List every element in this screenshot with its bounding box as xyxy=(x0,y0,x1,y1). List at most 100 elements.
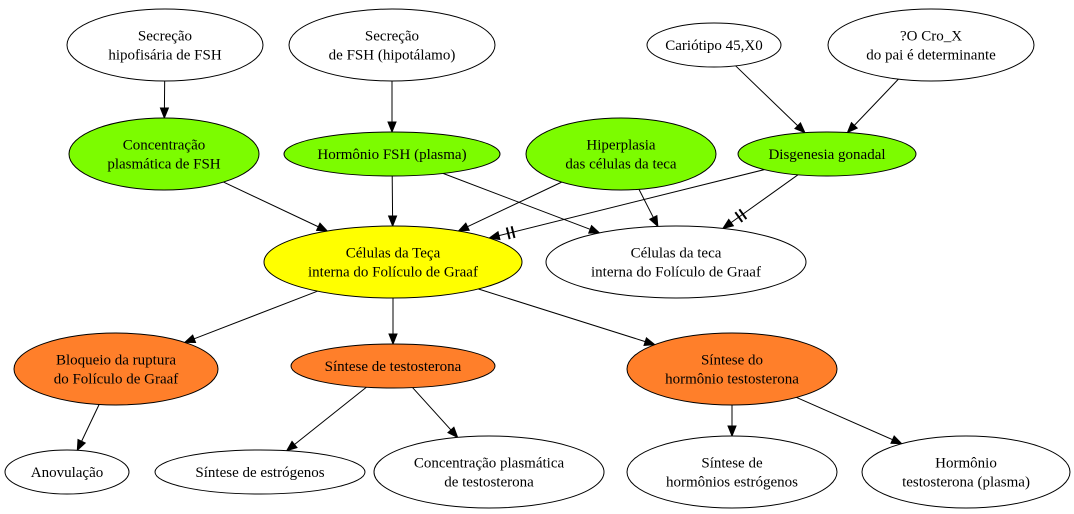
node-label-line: do Folículo de Graaf xyxy=(54,372,179,388)
node-label-line: Cariótipo 45,X0 xyxy=(665,38,763,54)
node-label-line: Síntese de testosterona xyxy=(325,359,462,375)
edge-secrecao-hipofisaria-to-concentracao-fsh xyxy=(159,80,170,120)
arrowhead-icon xyxy=(648,214,659,228)
node-disgenesia: Disgenesia gonadal xyxy=(737,131,917,177)
node-label-line: Bloqueio da ruptura xyxy=(56,353,176,369)
edge-celulas-teca-center-to-sintese-testosterona xyxy=(388,298,398,346)
node-ellipse xyxy=(861,435,1071,509)
arrowhead-icon xyxy=(387,121,397,134)
node-label-line: Disgenesia gonadal xyxy=(768,147,885,163)
node-label-line: Secreção xyxy=(365,29,419,45)
edge-concentracao-fsh-to-celulas-teca-center xyxy=(223,181,329,232)
node-sintese-testosterona: Síntese de testosterona xyxy=(290,343,496,389)
node-ellipse xyxy=(283,131,501,177)
edge-cromossomo-x-to-disgenesia xyxy=(846,78,899,134)
node-label-line: hormônio testosterona xyxy=(665,372,799,388)
node-label-line: das células da teca xyxy=(565,157,677,173)
edge-line xyxy=(412,387,452,431)
node-label-line: Síntese de xyxy=(701,456,763,472)
node-ellipse xyxy=(154,449,366,495)
node-ellipse xyxy=(626,332,838,406)
edge-disgenesia-to-celulas-teca-center xyxy=(487,169,765,241)
arrowhead-icon xyxy=(387,215,398,228)
node-sintese-hormonios-estrogenos: Síntese de hormônios estrógenos xyxy=(626,435,838,509)
arrowhead-icon xyxy=(727,425,737,438)
node-concentracao-fsh: Concentração plasmática de FSH xyxy=(68,117,260,191)
node-label-line: plasmática de FSH xyxy=(107,157,220,173)
node-sintese-estrogenos: Síntese de estrógenos xyxy=(154,449,366,495)
node-ellipse xyxy=(545,225,807,299)
edge-sintese-testosterona-to-sintese-estrogenos xyxy=(285,386,367,452)
edge-line xyxy=(730,174,799,224)
node-label-line: interna do Folículo de Graaf xyxy=(591,265,761,281)
node-anovulacao: Anovulação xyxy=(4,449,130,495)
edge-secrecao-hipotalamo-to-hormonio-fsh xyxy=(387,81,397,134)
node-secrecao-hipotalamo: Secreção de FSH (hipotálamo) xyxy=(288,8,496,82)
blocked-edge-marker-icon xyxy=(505,226,516,240)
node-label-line: Concentração plasmática xyxy=(414,456,565,472)
node-concentracao-testosterona: Concentração plasmática de testosterona xyxy=(373,435,605,509)
node-ellipse xyxy=(13,332,219,406)
node-label-line: interna do Folículo de Graaf xyxy=(308,265,478,281)
node-label-line: Hormônio xyxy=(935,456,997,472)
arrowhead-icon xyxy=(159,107,170,120)
node-ellipse xyxy=(290,343,496,389)
edge-disgenesia-to-celulas-teca-right xyxy=(721,174,799,230)
edge-line xyxy=(498,169,765,237)
arrowhead-icon xyxy=(76,438,87,452)
node-ellipse xyxy=(68,117,260,191)
edge-celulas-teca-center-to-sintese-hormonio-testosterona xyxy=(478,288,657,346)
arrowhead-icon xyxy=(846,121,859,134)
blocked-edge-marker-icon xyxy=(734,208,748,223)
edge-hiperplasia-to-celulas-teca-center xyxy=(457,181,562,232)
arrowhead-icon xyxy=(457,222,470,232)
node-label-line: Hiperplasia xyxy=(586,138,655,154)
arrowhead-icon xyxy=(587,224,601,234)
node-label-line: testosterona (plasma) xyxy=(902,475,1030,491)
edge-line xyxy=(796,396,893,441)
arrowhead-icon xyxy=(890,435,903,445)
node-label-line: de FSH (hipotálamo) xyxy=(329,48,456,64)
node-label-line: hipofisária de FSH xyxy=(108,48,221,64)
edge-line xyxy=(478,288,646,343)
edge-line xyxy=(193,290,318,340)
arrowhead-icon xyxy=(388,333,398,346)
node-ellipse xyxy=(4,449,130,495)
node-label-line: Concentração xyxy=(123,138,205,154)
edge-celulas-teca-center-to-bloqueio xyxy=(183,290,318,344)
edge-line xyxy=(442,172,591,230)
arrowhead-icon xyxy=(285,440,298,452)
node-ellipse xyxy=(646,22,782,68)
node-ellipse xyxy=(66,8,264,82)
node-hiperplasia: Hiperplasia das células da teca xyxy=(525,117,717,191)
node-ellipse xyxy=(525,117,717,191)
edge-hormonio-fsh-to-celulas-teca-right xyxy=(442,172,601,234)
node-hormonio-testosterona-plasma: Hormônio testosterona (plasma) xyxy=(861,435,1071,509)
node-label-line: Síntese de estrógenos xyxy=(195,465,324,481)
edge-line xyxy=(853,78,899,126)
node-label-line: Células da teca xyxy=(631,246,722,262)
node-celulas-teca-right: Células da teca interna do Folículo de Gr… xyxy=(545,225,807,299)
node-layer: Secreção hipofisária de FSH Secreção de FSH… xyxy=(4,8,1071,509)
edge-line xyxy=(638,189,654,218)
edge-sintese-hormonio-testosterona-to-sintese-hormonios-estrogenos xyxy=(727,405,737,438)
node-cromossomo-x: ?O Cro_Xdo pai é determinante xyxy=(827,8,1035,82)
node-hormonio-fsh: Hormônio FSH (plasma) xyxy=(283,131,501,177)
arrowhead-icon xyxy=(183,334,197,344)
node-label-line: hormônios estrógenos xyxy=(666,475,798,491)
node-label-line: Secreção xyxy=(138,29,192,45)
node-label-line: Síntese do xyxy=(701,353,763,369)
edge-hiperplasia-to-celulas-teca-right xyxy=(638,189,659,228)
arrowhead-icon xyxy=(643,336,657,346)
edge-bloqueio-to-anovulacao xyxy=(76,404,100,452)
arrowhead-icon xyxy=(315,222,329,232)
node-cariotipo: Cariótipo 45,X0 xyxy=(646,22,782,68)
edge-line xyxy=(467,181,562,228)
node-ellipse xyxy=(263,225,523,299)
node-label-line: de testosterona xyxy=(444,475,534,491)
edge-line xyxy=(735,65,799,127)
node-bloqueio: Bloqueio da ruptura do Folículo de Graaf xyxy=(13,332,219,406)
